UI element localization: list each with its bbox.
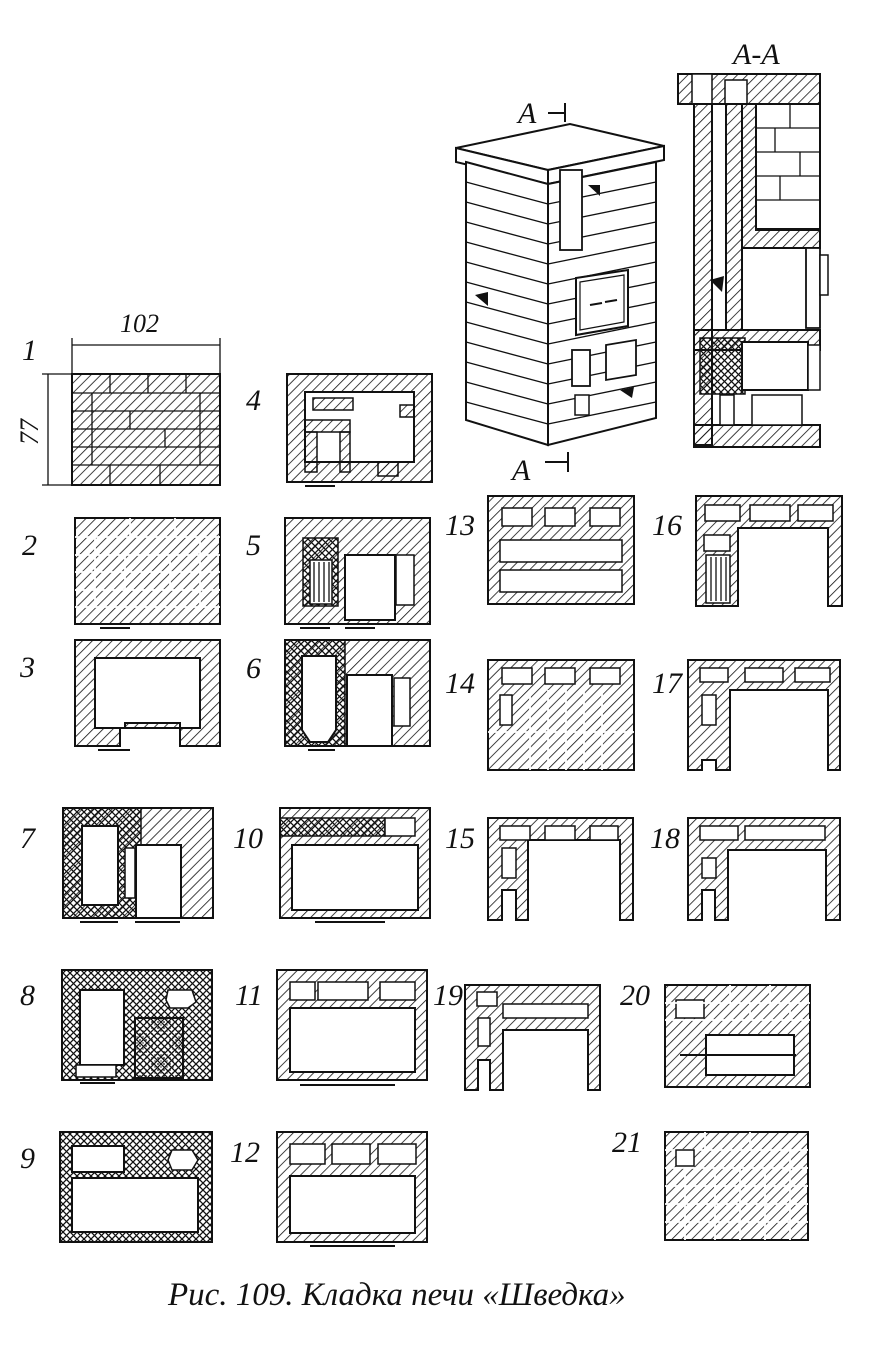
course-number: 9 xyxy=(20,1142,35,1175)
course-11: 11 xyxy=(235,969,428,1086)
course-number: 7 xyxy=(20,822,37,855)
course-9: 9 xyxy=(20,1131,213,1243)
course-7: 7 xyxy=(20,807,214,923)
course-1: 1 102 77 xyxy=(15,309,221,486)
section-a-a-view: А-А xyxy=(677,38,829,448)
course-13: 13 xyxy=(445,495,635,605)
course-19: 19 xyxy=(433,979,601,1091)
course-number: 13 xyxy=(445,509,475,542)
course-number: 1 xyxy=(22,334,37,367)
course-number: 12 xyxy=(230,1136,260,1169)
course-number: 5 xyxy=(246,529,261,562)
course-16: 16 xyxy=(652,495,843,607)
course-number: 20 xyxy=(620,979,650,1012)
course-2: 2 xyxy=(22,517,221,629)
section-title: А-А xyxy=(731,38,780,71)
course-6: 6 xyxy=(246,639,431,751)
course-4: 4 xyxy=(246,373,433,487)
course-number: 18 xyxy=(650,822,680,855)
course-number: 17 xyxy=(652,667,684,700)
course-number: 19 xyxy=(433,979,463,1012)
section-marker-top: А xyxy=(516,97,537,130)
course-18: 18 xyxy=(650,817,841,921)
course-21: 21 xyxy=(612,1126,809,1241)
course-number: 2 xyxy=(22,529,37,562)
course-number: 11 xyxy=(235,979,263,1012)
course-number: 15 xyxy=(445,822,475,855)
dimension-height: 77 xyxy=(15,418,44,445)
course-3: 3 xyxy=(19,639,221,751)
course-number: 10 xyxy=(233,822,263,855)
figure-caption: Рис. 109. Кладка печи «Шведка» xyxy=(167,1277,626,1313)
course-17: 17 xyxy=(652,659,841,771)
course-14: 14 xyxy=(445,659,635,771)
course-number: 4 xyxy=(246,384,261,417)
stove-perspective-view: А А xyxy=(455,97,665,487)
course-number: 16 xyxy=(652,509,682,542)
course-5: 5 xyxy=(246,517,431,629)
course-20: 20 xyxy=(620,979,811,1088)
course-15: 15 xyxy=(445,817,634,921)
course-number: 6 xyxy=(246,652,261,685)
dimension-width: 102 xyxy=(120,309,159,338)
course-12: 12 xyxy=(230,1131,428,1247)
course-number: 8 xyxy=(20,979,35,1012)
course-8: 8 xyxy=(20,969,213,1084)
course-10: 10 xyxy=(233,807,431,923)
course-number: 3 xyxy=(19,651,35,684)
course-number: 14 xyxy=(445,667,475,700)
section-marker-bottom: А xyxy=(510,454,531,487)
course-number: 21 xyxy=(612,1126,642,1159)
